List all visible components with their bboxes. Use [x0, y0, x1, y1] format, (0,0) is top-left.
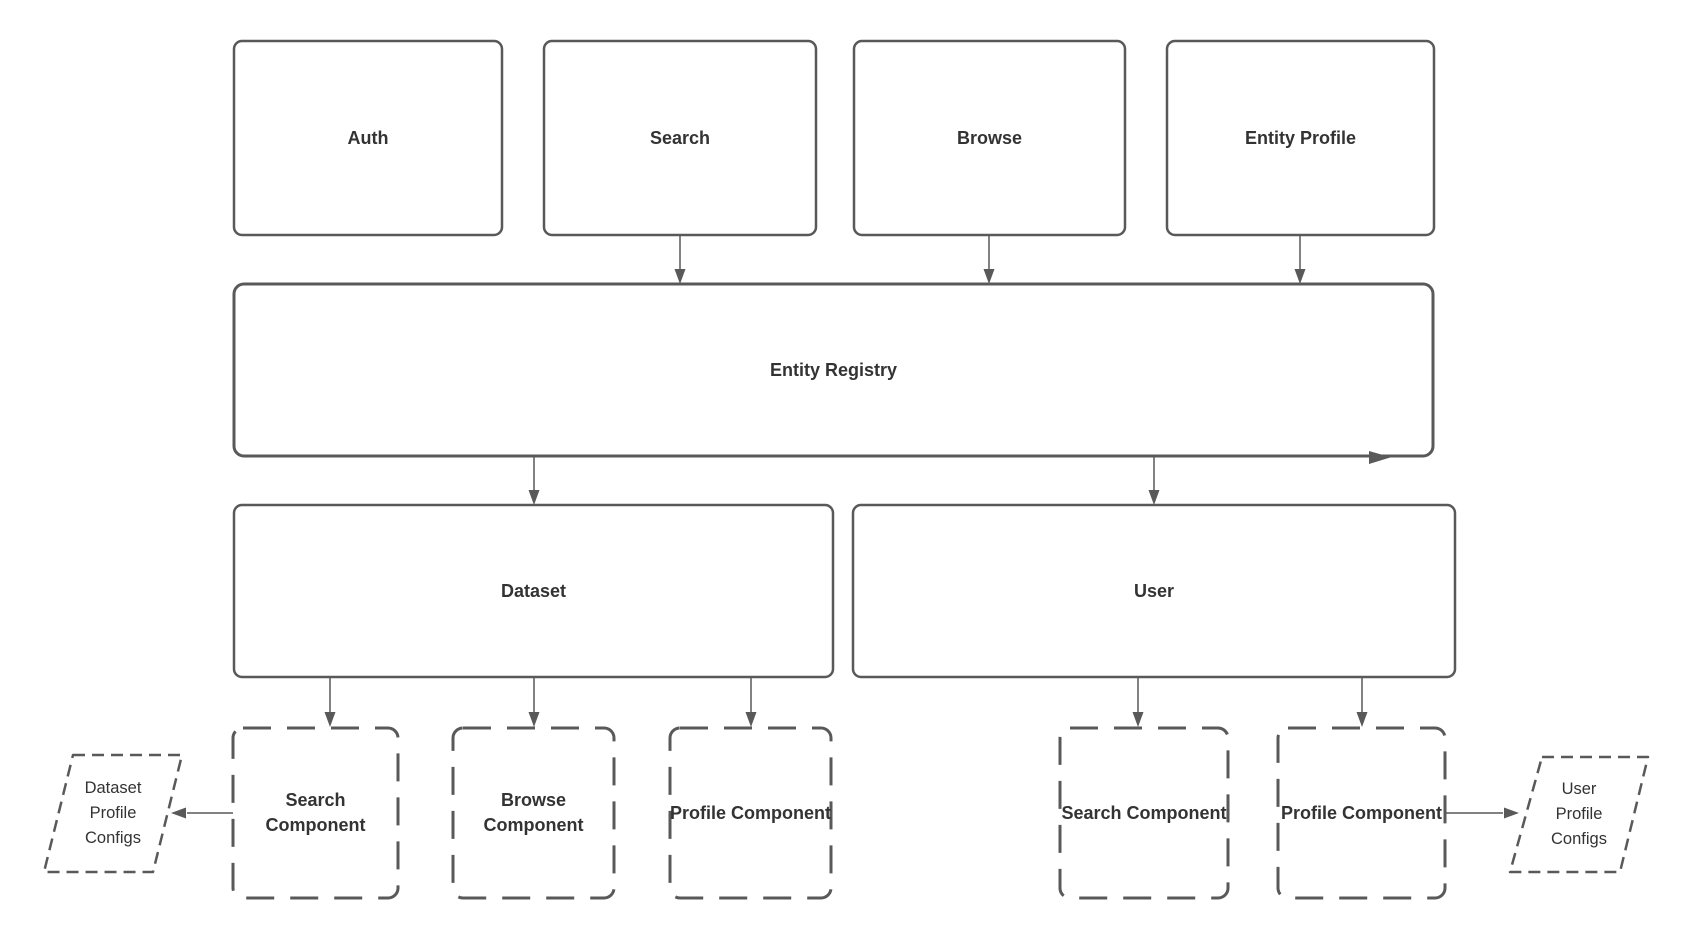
search-node [542, 39, 818, 237]
dataset-profile-configs-node [42, 753, 184, 874]
edge-search-component-to-dataset-configs [171, 807, 233, 819]
edge-profile-component-to-user-configs [1445, 807, 1519, 819]
edge-dataset-to-profile-component [745, 678, 757, 727]
edge-dataset-to-browse-component [528, 678, 540, 727]
edge-search-to-registry [674, 236, 686, 284]
dataset-node [232, 503, 835, 679]
user-node [851, 503, 1457, 679]
edge-dataset-to-search-component [324, 678, 336, 727]
dataset-profile-component-node [668, 726, 833, 900]
edge-registry-to-user [1148, 457, 1160, 505]
dataset-browse-component-node [451, 726, 616, 900]
user-search-component-node [1058, 726, 1230, 900]
registry-right-arrowhead [1369, 451, 1391, 464]
user-profile-component-node [1276, 726, 1447, 900]
auth-node [232, 39, 504, 237]
entity-profile-node [1165, 39, 1436, 237]
dataset-search-component-node [231, 726, 400, 900]
edge-browse-to-registry [983, 236, 995, 284]
edge-registry-to-dataset [528, 457, 540, 505]
browse-node [852, 39, 1127, 237]
entity-registry-node [232, 282, 1435, 458]
edge-user-to-search-component [1132, 678, 1144, 727]
user-profile-configs-node [1508, 755, 1650, 874]
edge-user-to-profile-component [1356, 678, 1368, 727]
edge-entity-profile-to-registry [1294, 236, 1306, 284]
